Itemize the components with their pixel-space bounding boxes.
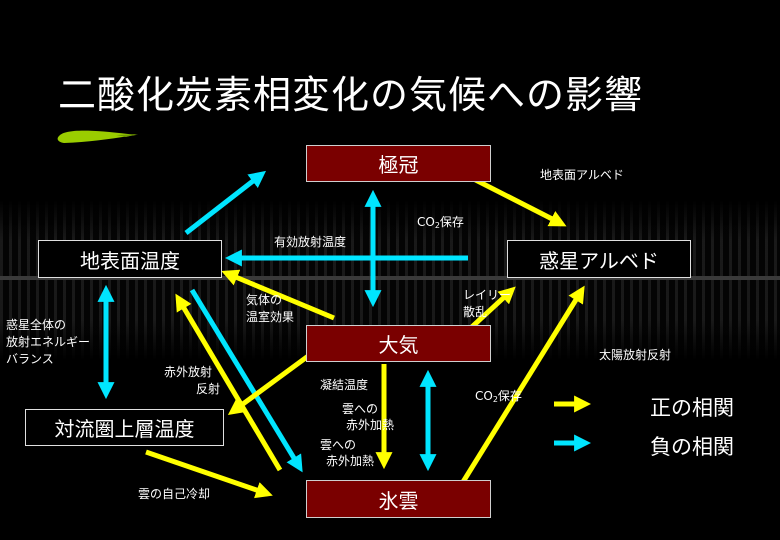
node-atmosphere: 大気 bbox=[306, 325, 491, 362]
label-rayleigh-line1: レイリー bbox=[463, 288, 512, 302]
label-solar-reflect: 太陽放射反射 bbox=[599, 348, 672, 362]
label-cloud-ir-b-line2: 赤外加熱 bbox=[326, 454, 375, 468]
arrow-atmosphere-to-surface bbox=[221, 269, 335, 321]
node-atmosphere-label: 大気 bbox=[378, 333, 419, 357]
label-balance-line1: 惑星全体の bbox=[6, 318, 67, 332]
label-cloud-ir-a-line1: 雲への bbox=[342, 402, 379, 416]
label-co2-store-bottom: CO2保存 bbox=[475, 388, 522, 408]
legend-positive-label: 正の相関 bbox=[650, 396, 734, 420]
label-co2-store-top-co: CO bbox=[417, 215, 435, 229]
node-upper-troposphere-temperature-label: 対流圏上層温度 bbox=[54, 417, 195, 441]
label-cloud-ir-b-line1: 雲への bbox=[320, 438, 357, 452]
arrow-surface-to-icecloud bbox=[189, 288, 303, 473]
label-balance-line2: 放射エネルギー bbox=[6, 335, 91, 349]
label-ir-reflect-line2: 反射 bbox=[196, 382, 221, 396]
label-surface-albedo: 地表面アルベド bbox=[540, 168, 624, 182]
background-divider bbox=[0, 276, 780, 280]
label-co2-store-bottom-sub: 2 bbox=[492, 395, 498, 404]
legend-negative-label: 負の相関 bbox=[650, 435, 734, 459]
node-planetary-albedo: 惑星アルベド bbox=[507, 240, 691, 278]
node-surface-temperature-label: 地表面温度 bbox=[80, 248, 180, 273]
node-ice-cloud: 氷雲 bbox=[306, 480, 491, 518]
node-polar-cap-label: 極冠 bbox=[378, 153, 419, 177]
label-co2-store-top-sub: 2 bbox=[434, 221, 440, 230]
label-condensation: 凝結温度 bbox=[320, 378, 369, 392]
page-title: 二酸化炭素相変化の気候への影響 bbox=[58, 73, 644, 117]
label-ir-reflect-line1: 赤外放射 bbox=[164, 365, 213, 379]
label-co2-store-bottom-co: CO bbox=[475, 389, 493, 403]
label-greenhouse-line2: 温室効果 bbox=[246, 310, 295, 324]
label-co2-store-top: CO2保存 bbox=[417, 214, 464, 234]
arrow-icecloud-to-surface bbox=[175, 293, 283, 472]
label-cloud-self-cooling: 雲の自己冷却 bbox=[138, 487, 211, 501]
node-surface-temperature: 地表面温度 bbox=[38, 240, 222, 278]
node-planetary-albedo-label: 惑星アルベド bbox=[539, 248, 659, 273]
arrow-troposphere-to-icecloud bbox=[145, 449, 273, 499]
node-upper-troposphere-temperature: 対流圏上層温度 bbox=[25, 409, 224, 446]
arrow-icecloud-to-albedo bbox=[455, 285, 585, 492]
node-polar-cap: 極冠 bbox=[306, 145, 491, 182]
label-effective-radiation: 有効放射温度 bbox=[274, 235, 347, 249]
label-cloud-ir-a-line2: 赤外加熱 bbox=[346, 418, 395, 432]
label-balance-line3: バランス bbox=[6, 352, 54, 366]
label-greenhouse-line1: 気体の bbox=[246, 293, 283, 307]
node-ice-cloud-label: 氷雲 bbox=[378, 488, 419, 513]
title-underline-brush bbox=[57, 130, 138, 143]
label-co2-store-bottom-rest: 保存 bbox=[497, 389, 522, 403]
arrow-surface-to-polar bbox=[184, 170, 267, 235]
label-co2-store-top-rest: 保存 bbox=[439, 215, 464, 229]
label-rayleigh-line2: 散乱 bbox=[463, 305, 488, 319]
